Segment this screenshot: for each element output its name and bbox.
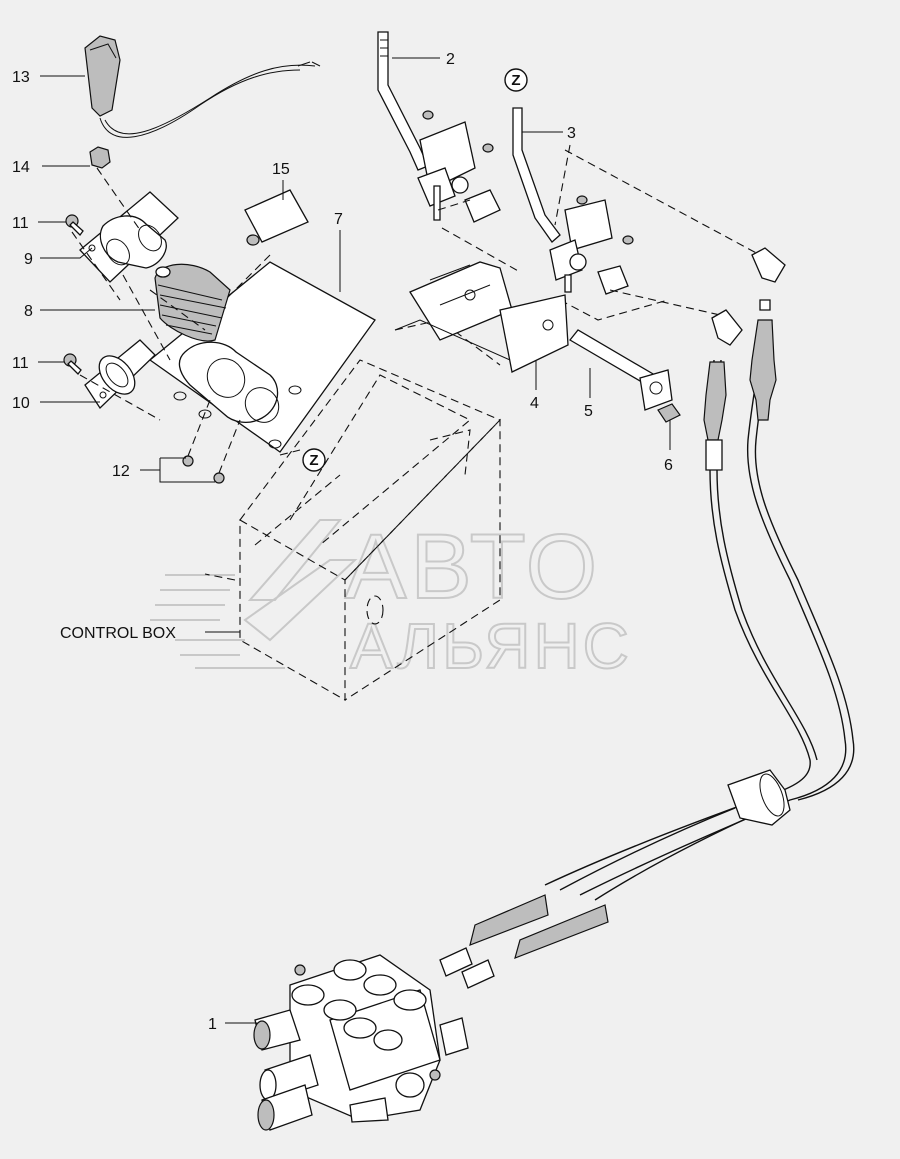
callout-z-bottom: Z (302, 448, 326, 472)
callout-z-top-text: Z (511, 72, 520, 89)
cable-boots-bottom (439, 894, 609, 989)
nut-14 (89, 146, 111, 169)
plug-7 (246, 234, 260, 246)
watermark-line1: АВТО (345, 516, 601, 618)
label-2: 2 (446, 51, 455, 68)
lever-2 (377, 31, 429, 171)
lever-bracket-lower (549, 195, 634, 295)
label-10: 10 (12, 395, 30, 412)
cable-boots-top (703, 319, 777, 471)
callout-z-bottom-text: Z (309, 452, 318, 469)
nut-12 (182, 399, 241, 484)
watermark: АВТО АЛЬЯНС (150, 515, 632, 683)
label-7: 7 (334, 211, 343, 228)
label-11-lower: 11 (12, 355, 29, 372)
control-box-label: CONTROL BOX (60, 625, 176, 642)
label-8: 8 (24, 303, 33, 320)
watermark-logo (150, 519, 358, 669)
label-9: 9 (24, 251, 33, 268)
label-11-upper: 11 (12, 215, 29, 232)
bracket-4 (394, 261, 569, 373)
watermark-line2: АЛЬЯНС (350, 610, 632, 682)
lever-bracket-guides (437, 144, 761, 321)
lever-bracket-upper (417, 110, 501, 223)
cable-grommet (727, 769, 791, 826)
decal-15 (244, 189, 309, 243)
label-3: 3 (567, 125, 576, 142)
label-12: 12 (112, 463, 130, 480)
control-valve-1 (253, 954, 469, 1131)
part-labels: 13 14 11 9 8 11 10 12 15 7 2 3 4 5 6 1 C… (12, 51, 673, 1033)
gasket-9 (79, 191, 179, 283)
pin-5 (569, 329, 673, 411)
label-4: 4 (530, 395, 539, 412)
rubber-boot-8 (154, 263, 231, 342)
bolt-11-lower (63, 353, 82, 375)
gasket-10 (84, 339, 156, 410)
callout-z-top: Z (504, 68, 528, 92)
leader-lines (38, 57, 671, 1024)
label-14: 14 (12, 159, 30, 176)
label-13: 13 (12, 69, 30, 86)
label-1: 1 (208, 1016, 217, 1033)
label-15: 15 (272, 161, 290, 178)
label-5: 5 (584, 403, 593, 420)
cover-plate-7 (148, 261, 376, 453)
bolt-11-upper (65, 214, 84, 236)
joystick-knob-13 (84, 35, 321, 138)
lever-3 (512, 107, 561, 243)
bolt-6 (657, 403, 681, 423)
label-6: 6 (664, 457, 673, 474)
cable-end-upper (711, 247, 786, 346)
